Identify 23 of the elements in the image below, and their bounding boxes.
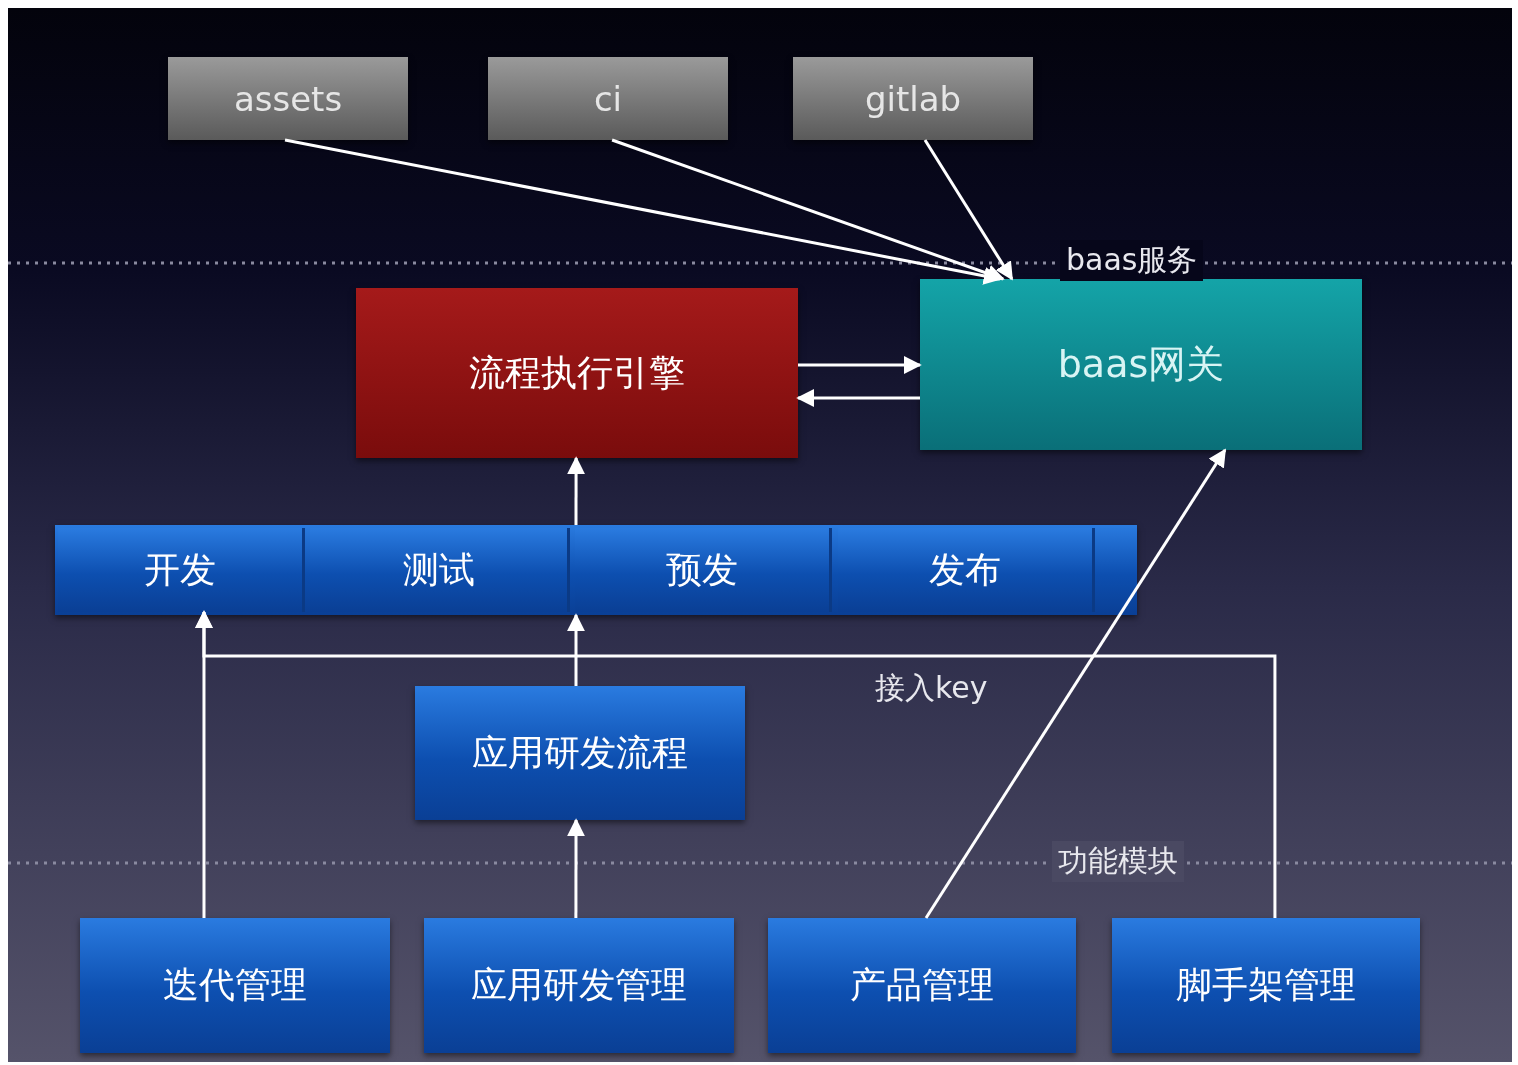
stage-bar xyxy=(55,525,1137,615)
gateway-box: baas网关 xyxy=(920,279,1362,450)
arrow xyxy=(924,448,1227,919)
arrow xyxy=(567,818,585,918)
module-box: 迭代管理 xyxy=(80,918,390,1053)
arrow xyxy=(923,139,1014,281)
arrow xyxy=(798,356,922,374)
service-box: assets xyxy=(168,57,408,140)
module-box: 产品管理 xyxy=(768,918,1076,1053)
engine-box: 流程执行引擎 xyxy=(356,288,798,458)
arrow xyxy=(611,138,1005,283)
section-label: 功能模块 xyxy=(1052,841,1184,882)
arrow xyxy=(567,456,586,525)
arrow xyxy=(796,389,920,407)
service-box: ci xyxy=(488,57,728,140)
section-label: baas服务 xyxy=(1060,240,1204,281)
arrow xyxy=(567,613,585,686)
arrow xyxy=(195,610,1277,918)
process-box: 应用研发流程 xyxy=(415,686,745,820)
edge-label: 接入key xyxy=(875,669,988,707)
module-box: 脚手架管理 xyxy=(1112,918,1420,1053)
service-box: gitlab xyxy=(793,57,1033,140)
module-box: 应用研发管理 xyxy=(424,918,734,1053)
